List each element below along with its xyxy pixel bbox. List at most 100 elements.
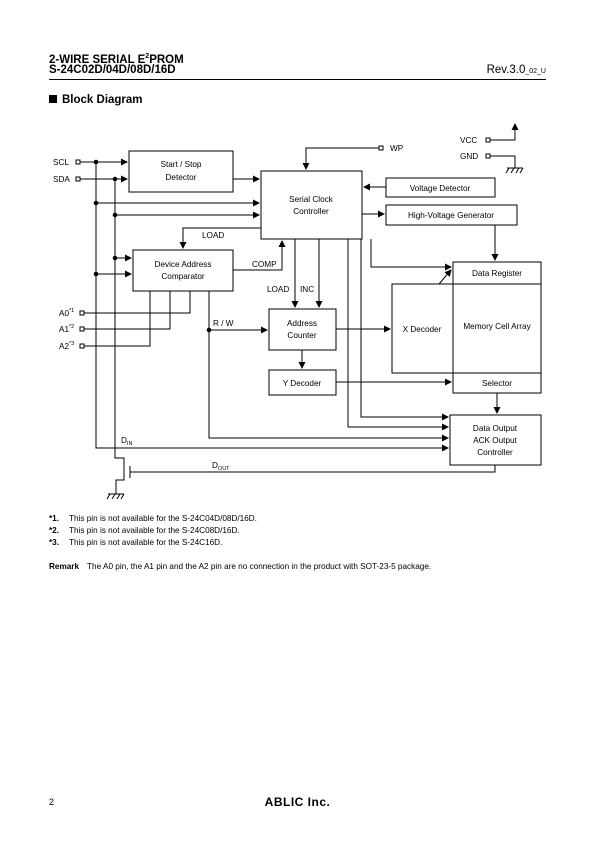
- address-counter-label-2: Counter: [287, 331, 316, 340]
- scl-pin-label: SCL: [53, 158, 69, 167]
- footnote-text: This pin is not available for the S-24C1…: [69, 538, 223, 547]
- footnote-text: This pin is not available for the S-24C0…: [69, 514, 257, 523]
- scl-junction-1: [93, 159, 99, 165]
- wp-line: [302, 147, 379, 170]
- a0-sup: *1: [69, 308, 74, 314]
- din-label: DIN: [121, 436, 132, 447]
- voltage-detector-label: Voltage Detector: [410, 184, 471, 193]
- title-superscript: 2: [145, 53, 150, 60]
- a2-line: [84, 291, 151, 347]
- mca-to-dr: [438, 269, 452, 285]
- gnd-pin-label: GND: [460, 152, 478, 161]
- serial-clock-label-2: Controller: [293, 207, 329, 216]
- comp-label: COMP: [252, 260, 277, 269]
- address-counter-block: [268, 308, 337, 351]
- device-address-comparator-block: [132, 249, 234, 292]
- footnote-key: *2.: [49, 526, 60, 535]
- din-main: D: [121, 436, 127, 445]
- load-label: LOAD: [267, 285, 289, 294]
- start-stop-label-2: Detector: [166, 173, 197, 182]
- sda-pin-icon: [75, 176, 81, 182]
- section-title: Block Diagram: [62, 94, 143, 106]
- a0-pin-icon: [79, 310, 85, 316]
- device-address-label-2: Comparator: [161, 272, 205, 281]
- scc-to-dataout-1: [347, 239, 449, 431]
- selector-label: Selector: [482, 379, 512, 388]
- device-address-label-1: Device Address: [155, 260, 212, 269]
- part-number: S-24C02D/04D/08D/16D: [49, 64, 176, 76]
- wp-pin-label: WP: [390, 144, 404, 153]
- footnote-key: *1.: [49, 514, 60, 523]
- serial-clock-controller-block: [260, 170, 363, 240]
- title-prefix: 2-WIRE SERIAL E: [49, 53, 146, 66]
- title-suffix: PROM: [149, 53, 184, 66]
- a2-pin-label: A2*3: [59, 341, 74, 351]
- document-title: 2-WIRE SERIAL E2PROM: [49, 50, 184, 67]
- a2-sup: *3: [69, 341, 74, 347]
- a1-line: [84, 291, 171, 330]
- comp-line: [233, 240, 286, 271]
- a1-pin-label: A1*2: [59, 324, 74, 334]
- load-top-line: [179, 227, 261, 249]
- footnotes: *1. This pin is not available for the S-2…: [49, 513, 257, 549]
- a1-pin-icon: [79, 326, 85, 332]
- revision: Rev.3.0_02_U: [487, 64, 546, 78]
- hv-generator-label: High-Voltage Generator: [408, 211, 494, 220]
- vcc-pin-label: VCC: [460, 136, 477, 145]
- a2-text: A2: [59, 342, 69, 351]
- hv-generator-block: [385, 204, 518, 226]
- ground-hatch-1: [505, 167, 524, 174]
- data-output-label-1: Data Output: [473, 424, 518, 433]
- remark-label: Remark: [49, 562, 80, 571]
- section-heading: Block Diagram: [49, 94, 143, 106]
- data-output-label-2: ACK Output: [473, 436, 517, 445]
- dout-sub: OUT: [218, 466, 230, 472]
- dout-main: D: [212, 461, 218, 470]
- serial-clock-label-1: Serial Clock: [289, 195, 334, 204]
- transistor-body: [115, 466, 125, 494]
- dout-label: DOUT: [212, 461, 230, 472]
- footnote-3: *3.This pin is not available for the S-2…: [49, 537, 257, 549]
- gnd-pin-icon: [485, 153, 491, 159]
- y-decoder-label: Y Decoder: [283, 379, 322, 388]
- data-output-label-3: Controller: [477, 448, 513, 457]
- a0-text: A0: [59, 309, 69, 318]
- company-logo: ABLIC Inc.: [264, 795, 331, 809]
- din-sub: IN: [127, 441, 133, 447]
- a0-pin-label: A0*1: [59, 308, 74, 318]
- footnote-2: *2. This pin is not available for the S-2…: [49, 525, 257, 537]
- footnote-1: *1. This pin is not available for the S-2…: [49, 513, 257, 525]
- scl-junction-3: [93, 271, 99, 277]
- start-stop-detector-block: [128, 150, 234, 193]
- remark-text: The A0 pin, the A1 pin and the A2 pin ar…: [87, 562, 432, 571]
- dout-line: [130, 465, 496, 473]
- load-top-label: LOAD: [202, 231, 224, 240]
- sda-junction-2: [112, 212, 118, 218]
- a1-sup: *2: [69, 324, 74, 330]
- bullet-square-icon: [49, 95, 57, 103]
- scl-junction-2: [93, 200, 99, 206]
- inc-label: INC: [300, 285, 314, 294]
- rw-label: R / W: [213, 319, 234, 328]
- footnote-text: This pin is not available for the S-24C0…: [69, 526, 240, 535]
- start-stop-label-1: Start / Stop: [161, 160, 202, 169]
- scl-pin-icon: [75, 159, 81, 165]
- a2-pin-icon: [79, 343, 85, 349]
- x-decoder-label: X Decoder: [403, 325, 442, 334]
- remark: Remark The A0 pin, the A1 pin and the A2 …: [49, 562, 431, 571]
- a0-line: [84, 291, 191, 314]
- a1-text: A1: [59, 325, 69, 334]
- revision-sub: _02_U: [525, 68, 546, 75]
- transistor-ground-hatch: [106, 493, 125, 500]
- gnd-line: [490, 155, 516, 168]
- wp-pin-icon: [378, 145, 384, 151]
- data-register-label: Data Register: [472, 269, 522, 278]
- scl-trunk: [95, 162, 449, 452]
- revision-main: Rev.3.0: [486, 64, 526, 76]
- vcc-line: [490, 123, 519, 141]
- memory-cell-label: Memory Cell Array: [463, 322, 531, 331]
- page-number: 2: [49, 797, 55, 807]
- address-counter-label-1: Address: [287, 319, 317, 328]
- sda-junction-1: [112, 176, 118, 182]
